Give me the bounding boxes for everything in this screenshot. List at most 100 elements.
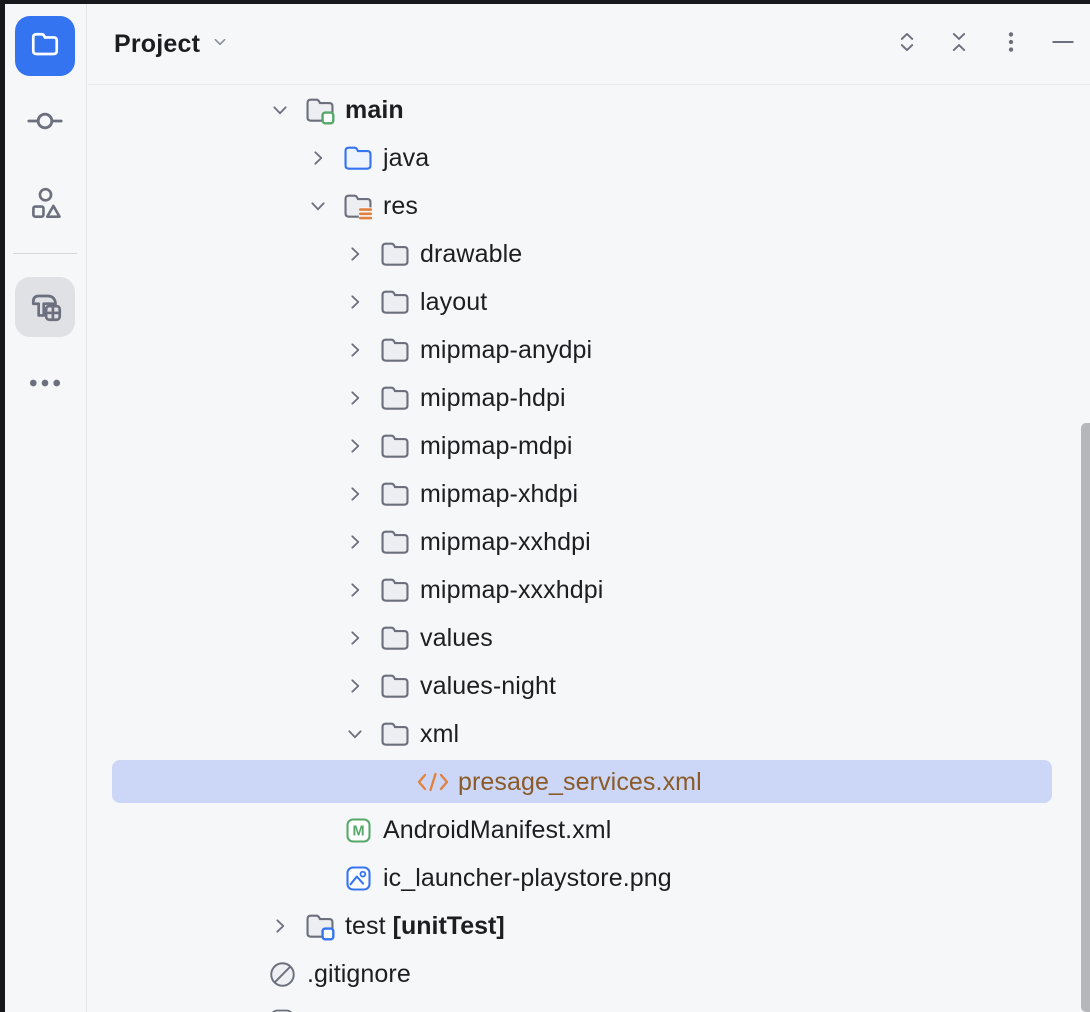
sidebar-item-build[interactable]: [15, 277, 75, 337]
tree-row-values[interactable]: values: [88, 614, 1090, 662]
tree-row-label: AndroidManifest.xml: [383, 815, 612, 844]
folder-res-icon: [341, 189, 375, 223]
hide-panel-button[interactable]: [1049, 30, 1077, 58]
minimize-icon: [1050, 29, 1076, 60]
tree-row-label: main: [345, 95, 404, 124]
chevron-collapsed-icon[interactable]: [265, 911, 295, 941]
folder-icon: [378, 573, 412, 607]
tree-row-label: values-night: [420, 671, 557, 700]
folder-main-source-icon: [303, 93, 337, 127]
project-tool-window: Project main java res drawable layout: [88, 4, 1090, 1012]
tree-row-label: values: [420, 623, 493, 652]
sidebar-item-project[interactable]: [15, 16, 75, 76]
folder-java-icon: [341, 141, 375, 175]
folder-icon: [378, 717, 412, 751]
chevron-collapsed-icon[interactable]: [340, 431, 370, 461]
tree-row-label: .gitignore: [307, 959, 411, 988]
tree-row-label: test: [345, 911, 386, 940]
tree-row-test[interactable]: test [unitTest]: [88, 902, 1090, 950]
tree-row-ic-launcher-playstore-png[interactable]: ic_launcher-playstore.png: [88, 854, 1090, 902]
tool-window-stripe: [5, 4, 87, 1012]
chevron-collapsed-icon[interactable]: [340, 479, 370, 509]
chevron-spacer: [227, 959, 257, 989]
tree-row-label: java: [383, 143, 430, 172]
chevron-expanded-icon[interactable]: [265, 95, 295, 125]
tree-row-label: res: [383, 191, 419, 220]
tree-row-res[interactable]: res: [88, 182, 1090, 230]
source-set-suffix: [unitTest]: [385, 911, 505, 940]
chevron-spacer: [378, 767, 408, 797]
page-title: Project: [114, 29, 201, 58]
chevron-expanded-icon[interactable]: [340, 719, 370, 749]
tree-row-drawable[interactable]: drawable: [88, 230, 1090, 278]
chevron-spacer: [303, 815, 333, 845]
chevron-collapsed-icon[interactable]: [340, 239, 370, 269]
tree-row-mipmap-anydpi[interactable]: mipmap-anydpi: [88, 326, 1090, 374]
kebab-menu-icon: [998, 29, 1024, 60]
sidebar-item-commit[interactable]: [15, 93, 75, 153]
tree-row-label: ic_launcher-playstore.png: [383, 863, 672, 892]
tree-row-mipmap-hdpi[interactable]: mipmap-hdpi: [88, 374, 1090, 422]
ignored-file-icon: [265, 957, 299, 991]
svg-text:M: M: [352, 823, 364, 839]
folder-icon: [378, 429, 412, 463]
tree-row-label: mipmap-anydpi: [420, 335, 593, 364]
tree-row-layout[interactable]: layout: [88, 278, 1090, 326]
chevron-expanded-icon[interactable]: [303, 191, 333, 221]
tree-row-label: mipmap-xxxhdpi: [420, 575, 604, 604]
expand-all-icon: [894, 29, 920, 60]
folder-icon: [378, 669, 412, 703]
commit-icon: [26, 102, 64, 145]
tree-row-gitignore[interactable]: .gitignore: [88, 950, 1090, 998]
header-toolbar: [893, 30, 1077, 58]
chevron-spacer: [303, 863, 333, 893]
tree-row-label: drawable: [420, 239, 523, 268]
tree-row-mipmap-xxhdpi[interactable]: mipmap-xxhdpi: [88, 518, 1090, 566]
tree-row-values-night[interactable]: values-night: [88, 662, 1090, 710]
sidebar-item-more[interactable]: [15, 355, 75, 415]
chevron-collapsed-icon[interactable]: [340, 287, 370, 317]
vertical-scrollbar-thumb[interactable]: [1081, 423, 1090, 1012]
tree-row-mipmap-mdpi[interactable]: mipmap-mdpi: [88, 422, 1090, 470]
project-tree: main java res drawable layout mipmap-any…: [88, 86, 1090, 1012]
folder-icon: [378, 477, 412, 511]
chevron-collapsed-icon[interactable]: [303, 143, 333, 173]
tree-row-androidmanifest-xml[interactable]: M AndroidManifest.xml: [88, 806, 1090, 854]
tree-row-mipmap-xhdpi[interactable]: mipmap-xhdpi: [88, 470, 1090, 518]
tree-row-label: layout: [420, 287, 488, 316]
tree-row-label: mipmap-mdpi: [420, 431, 573, 460]
tree-row-label: mipmap-hdpi: [420, 383, 566, 412]
sidebar-separator: [13, 253, 77, 254]
chevron-collapsed-icon[interactable]: [340, 623, 370, 653]
tree-row-xml[interactable]: xml: [88, 710, 1090, 758]
project-folder-icon: [29, 28, 61, 65]
chevron-collapsed-icon[interactable]: [340, 527, 370, 557]
folder-icon: [378, 333, 412, 367]
tree-row-clipped[interactable]: [88, 998, 1090, 1012]
folder-icon: [378, 525, 412, 559]
chevron-collapsed-icon[interactable]: [340, 383, 370, 413]
chevron-collapsed-icon[interactable]: [340, 335, 370, 365]
window-left-edge: [0, 0, 5, 1012]
tree-row-presage-services-xml[interactable]: presage_services.xml: [88, 758, 1090, 806]
tree-row-label: xml: [420, 719, 460, 748]
collapse-all-button[interactable]: [945, 30, 973, 58]
tree-row-label: presage_services.xml: [458, 767, 702, 796]
expand-all-button[interactable]: [893, 30, 921, 58]
folder-icon: [378, 381, 412, 415]
manifest-icon: M: [341, 813, 375, 847]
chevron-collapsed-icon[interactable]: [340, 575, 370, 605]
tree-row-mipmap-xxxhdpi[interactable]: mipmap-xxxhdpi: [88, 566, 1090, 614]
folder-test-source-icon: [303, 909, 337, 943]
project-view-selector[interactable]: Project: [114, 30, 231, 59]
tree-row-main[interactable]: main: [88, 86, 1090, 134]
options-menu-button[interactable]: [997, 30, 1025, 58]
clipped-item-icon: [265, 1004, 299, 1012]
tree-row-java[interactable]: java: [88, 134, 1090, 182]
chevron-down-icon: [209, 31, 231, 58]
collapse-all-icon: [946, 29, 972, 60]
sidebar-item-structure[interactable]: [15, 175, 75, 235]
chevron-collapsed-icon[interactable]: [340, 671, 370, 701]
folder-icon: [378, 621, 412, 655]
window-top-edge: [0, 0, 1090, 4]
